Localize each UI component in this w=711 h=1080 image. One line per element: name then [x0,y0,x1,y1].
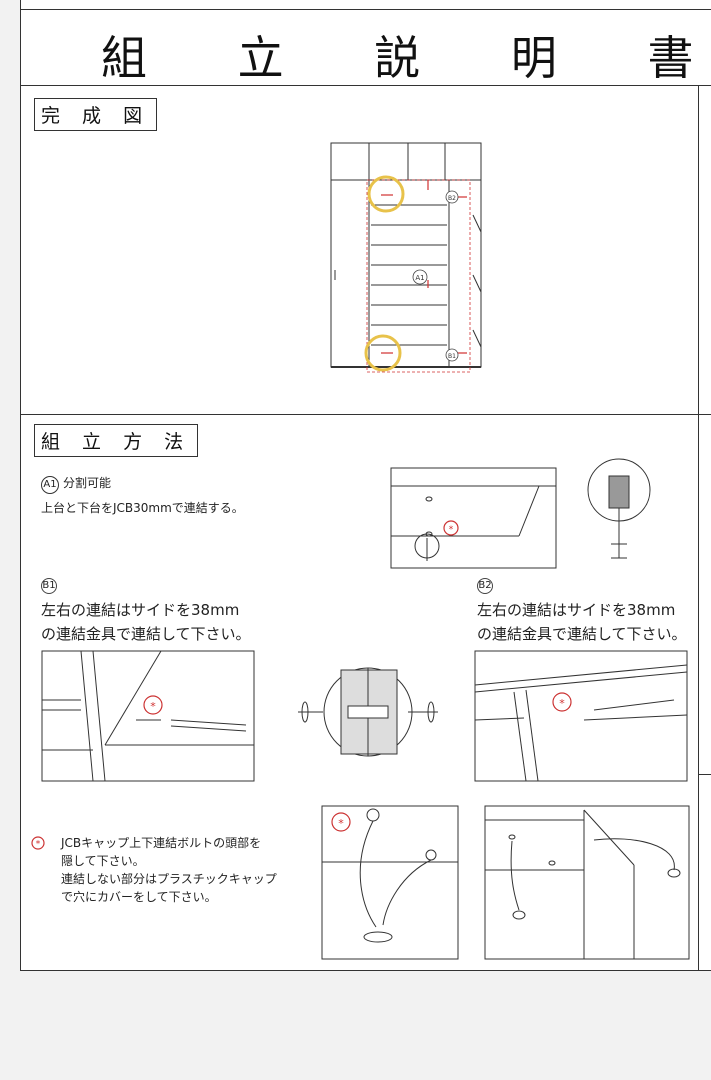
section-divider [21,414,711,415]
top-border [21,9,711,10]
a1-heading-row: A1 分割可能 [41,475,111,494]
right-margin-tick [698,774,711,775]
b1-line2: の連結金具で連結して下さい。 [41,625,251,643]
b1-connection-diagram: * [41,650,255,782]
cap-diagram-right [484,805,690,960]
instruction-sheet: 組 立 説 明 書 完 成 図 [20,0,711,971]
completed-view-diagram: A1 B2 B1 [330,142,482,373]
fig-a1-mark: A1 [415,274,424,282]
page-title: 組 立 説 明 書 [101,31,711,85]
fig-b1-mark: B1 [448,353,456,360]
completed-view-label: 完 成 図 [34,98,158,131]
b2-mark: B2 [477,578,493,594]
b2-line2: の連結金具で連結して下さい。 [477,625,687,643]
cap-line3: 連結しない部分はプラスチックキャップ [61,872,277,886]
cap-note-star: * [31,836,45,850]
cap-line4: で穴にカバーをして下さい。 [61,890,217,904]
cap-line1: JCBキャップ上下連結ボルトの頭部を [61,836,262,850]
b2-line1: 左右の連結はサイドを38mm [477,601,676,619]
a1-mark: A1 [41,476,59,494]
cap-diagram-left: * [321,805,459,960]
b1-mark: B1 [41,578,57,594]
b2-star-mark: * [559,697,565,710]
right-margin-line [698,85,699,970]
a1-joint-diagram: * [390,458,651,569]
a1-text: 上台と下台をJCB30mmで連結する。 [41,501,244,515]
a1-star-mark: * [449,525,454,535]
cap-line2: 隠して下さい。 [61,854,145,868]
bolt-detail-diagram [298,667,438,757]
cap-left-star-mark: * [338,817,344,830]
b2-connection-diagram: * [474,650,688,782]
method-label: 組 立 方 法 [34,424,199,457]
a1-heading: 分割可能 [63,476,112,490]
title-divider [21,85,711,86]
cap-star-mark: * [36,840,41,850]
b1-star-mark: * [150,700,156,713]
fig-b2-mark: B2 [448,195,456,202]
b1-line1: 左右の連結はサイドを38mm [41,601,240,619]
